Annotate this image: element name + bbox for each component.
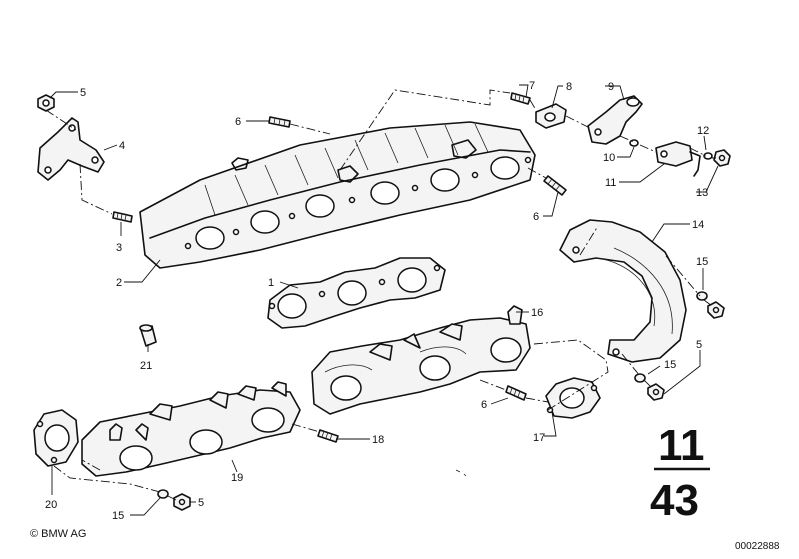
nut-5-right xyxy=(707,301,725,319)
image-number: 00022888 xyxy=(735,541,780,552)
intake-ports xyxy=(195,156,520,250)
leader-lines xyxy=(49,84,719,516)
callout-7: 7 xyxy=(529,80,535,92)
gasket-17 xyxy=(545,377,601,419)
group-sub: 43 xyxy=(650,476,699,525)
bracket xyxy=(37,117,105,181)
callout-9: 9 xyxy=(608,81,614,93)
nut-5-lower xyxy=(647,383,665,401)
callout-18: 18 xyxy=(372,434,384,446)
callout-19: 19 xyxy=(231,472,243,484)
callout-8: 8 xyxy=(566,81,572,93)
callout-15-bottom: 15 xyxy=(112,510,124,522)
washer-15-lower xyxy=(634,373,646,383)
group-main: 11 xyxy=(658,421,705,470)
stud-6-top xyxy=(268,116,291,128)
callout-17: 17 xyxy=(533,432,545,444)
callout-21: 21 xyxy=(140,360,152,372)
callout-5-bottom: 5 xyxy=(198,497,204,509)
assembly-lines xyxy=(45,89,716,501)
stud-18 xyxy=(317,429,339,443)
group-number: 11 43 xyxy=(650,421,710,525)
exhaust-manifold-front xyxy=(81,381,301,477)
nut-13 xyxy=(713,149,731,167)
gasket-20 xyxy=(33,409,79,467)
callout-11: 11 xyxy=(605,177,616,189)
callout-12: 12 xyxy=(697,125,709,137)
water-neck-9 xyxy=(587,95,643,145)
washer-15-bottom xyxy=(157,489,169,499)
callout-10: 10 xyxy=(603,152,615,164)
stud-6-lower xyxy=(505,385,527,401)
hex-nut-top xyxy=(37,94,55,112)
washer-15-right xyxy=(696,291,708,301)
o-ring-10 xyxy=(629,139,639,147)
intake-manifold xyxy=(139,121,536,269)
callout-5-right: 5 xyxy=(696,339,702,351)
callout-6-lower: 6 xyxy=(481,399,487,411)
stud-7 xyxy=(510,92,531,105)
nut-5-bottom xyxy=(173,493,191,511)
washer-12 xyxy=(703,152,713,160)
gasket-1 xyxy=(267,257,446,329)
callout-16: 16 xyxy=(531,307,543,319)
callout-3: 3 xyxy=(116,242,122,254)
callout-15-lower: 15 xyxy=(664,359,676,371)
copyright: © BMW AG xyxy=(30,528,87,540)
sensor-11 xyxy=(655,141,701,177)
callout-2: 2 xyxy=(116,277,122,289)
marks xyxy=(455,469,467,477)
callout-6: 6 xyxy=(235,116,241,128)
exhaust-manifold-rear xyxy=(311,305,531,415)
stud-6-mid xyxy=(543,175,567,196)
callout-1: 1 xyxy=(268,277,274,289)
callout-5: 5 xyxy=(80,87,86,99)
callout-numbers: 5 4 3 2 6 7 8 9 10 11 12 13 6 14 15 5 15… xyxy=(45,80,709,522)
pin-21 xyxy=(139,324,157,347)
callout-14: 14 xyxy=(692,219,704,231)
heat-shield xyxy=(559,219,687,363)
callout-6-mid: 6 xyxy=(533,211,539,223)
callout-13: 13 xyxy=(696,187,708,199)
flange-8 xyxy=(535,103,567,129)
stud-3 xyxy=(112,211,133,223)
callout-20: 20 xyxy=(45,499,57,511)
callout-4: 4 xyxy=(119,140,125,152)
callout-15-right: 15 xyxy=(696,256,708,268)
